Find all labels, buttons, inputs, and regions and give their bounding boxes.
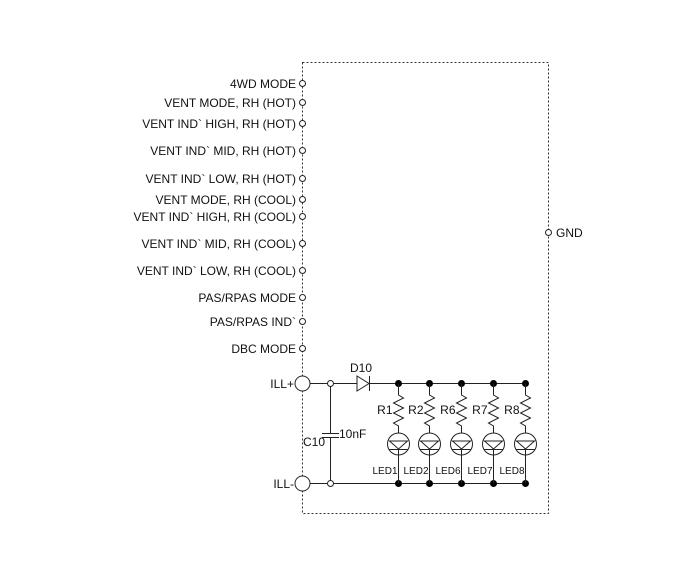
module-pin: VENT MODE, RH (HOT): [164, 96, 306, 110]
module-pin-label: VENT MODE, RH (HOT): [164, 96, 296, 110]
module-pin-terminal: [299, 147, 306, 154]
module-pin-terminal: [299, 175, 306, 182]
ill-minus-connector: [294, 475, 311, 492]
module-pin-terminal: [299, 240, 306, 247]
module-pin-terminal: [299, 294, 306, 301]
capacitor-top-node: [327, 380, 334, 387]
led-triangle: [515, 440, 536, 450]
module-pin-terminal: [299, 213, 306, 220]
module-pin-terminal: [299, 80, 306, 87]
led-label: LED7: [467, 466, 492, 477]
capacitor-ref-label: C10: [303, 435, 325, 449]
led-label: LED6: [435, 466, 460, 477]
gnd-pin-terminal: [545, 229, 552, 236]
module-pin-terminal: [299, 120, 306, 127]
module-pin-terminal: [299, 99, 306, 106]
resistor-label: R1: [377, 403, 393, 417]
module-pin-label: VENT IND` HIGH, RH (COOL): [134, 210, 296, 224]
ill-minus-label: ILL-: [273, 477, 294, 491]
module-pin-terminal: [299, 196, 306, 203]
module-pin: DBC MODE: [231, 342, 306, 356]
module-boundary: [302, 62, 549, 514]
ill-plus-terminal: ILL+: [270, 375, 311, 392]
capacitor-c10: C10 10nF: [303, 380, 366, 487]
led-triangle: [483, 440, 504, 450]
capacitor-value-label: 10nF: [339, 427, 366, 441]
module-pin-label: VENT IND` MID, RH (COOL): [142, 237, 296, 251]
module-pin: VENT IND` MID, RH (COOL): [142, 237, 306, 251]
module-pin-terminal: [299, 267, 306, 274]
module-pin-label: VENT IND` LOW, RH (HOT): [146, 172, 296, 186]
resistor-zigzag: [455, 383, 468, 433]
gnd-pin-label: GND: [556, 226, 583, 240]
module-pin-label: VENT IND` MID, RH (HOT): [150, 144, 296, 158]
module-pin: VENT MODE, RH (COOL): [156, 193, 306, 207]
module-pin: VENT IND` LOW, RH (COOL): [137, 264, 306, 278]
gnd-pin: GND: [545, 226, 583, 240]
left-pin-group: 4WD MODE VENT MODE, RH (HOT) VENT IND` HIG…: [134, 77, 306, 356]
diode-ref-label: D10: [350, 361, 372, 375]
module-pin-label: VENT IND` HIGH, RH (HOT): [142, 117, 296, 131]
module-pin-label: VENT IND` LOW, RH (COOL): [137, 264, 296, 278]
module-pin-label: PAS/RPAS IND`: [210, 315, 296, 329]
resistor-label: R8: [504, 403, 520, 417]
led-triangle: [419, 440, 440, 450]
module-pin: PAS/RPAS MODE: [198, 291, 306, 305]
module-pin-label: VENT MODE, RH (COOL): [156, 193, 296, 207]
diode-d10: D10: [350, 361, 372, 392]
module-pin-label: PAS/RPAS MODE: [198, 291, 296, 305]
ill-minus-terminal: ILL-: [273, 475, 311, 492]
led-triangle: [451, 440, 472, 450]
ill-plus-connector: [294, 375, 311, 392]
led-label: LED8: [499, 466, 524, 477]
module-pin-terminal: [299, 318, 306, 325]
resistor-label: R7: [472, 403, 488, 417]
resistor-label: R2: [408, 403, 424, 417]
resistor-zigzag: [519, 383, 532, 433]
resistor-zigzag: [487, 383, 500, 433]
resistor-zigzag: [392, 383, 405, 433]
module-pin-label: 4WD MODE: [230, 77, 296, 91]
module-pin: 4WD MODE: [230, 77, 306, 91]
resistor-label: R6: [440, 403, 456, 417]
module-pin-terminal: [299, 345, 306, 352]
module-pin: VENT IND` MID, RH (HOT): [150, 144, 306, 158]
module-pin-label: DBC MODE: [231, 342, 296, 356]
led-label: LED1: [372, 466, 397, 477]
led-triangle: [388, 440, 409, 450]
module-pin: VENT IND` HIGH, RH (HOT): [142, 117, 306, 131]
resistor-zigzag: [423, 383, 436, 433]
module-pin: PAS/RPAS IND`: [210, 315, 306, 329]
module-pin: VENT IND` LOW, RH (HOT): [146, 172, 306, 186]
led-label: LED2: [403, 466, 428, 477]
diode-triangle: [356, 375, 370, 392]
module-pin: VENT IND` HIGH, RH (COOL): [134, 210, 306, 224]
ill-plus-label: ILL+: [270, 377, 294, 391]
capacitor-bottom-node: [327, 480, 334, 487]
